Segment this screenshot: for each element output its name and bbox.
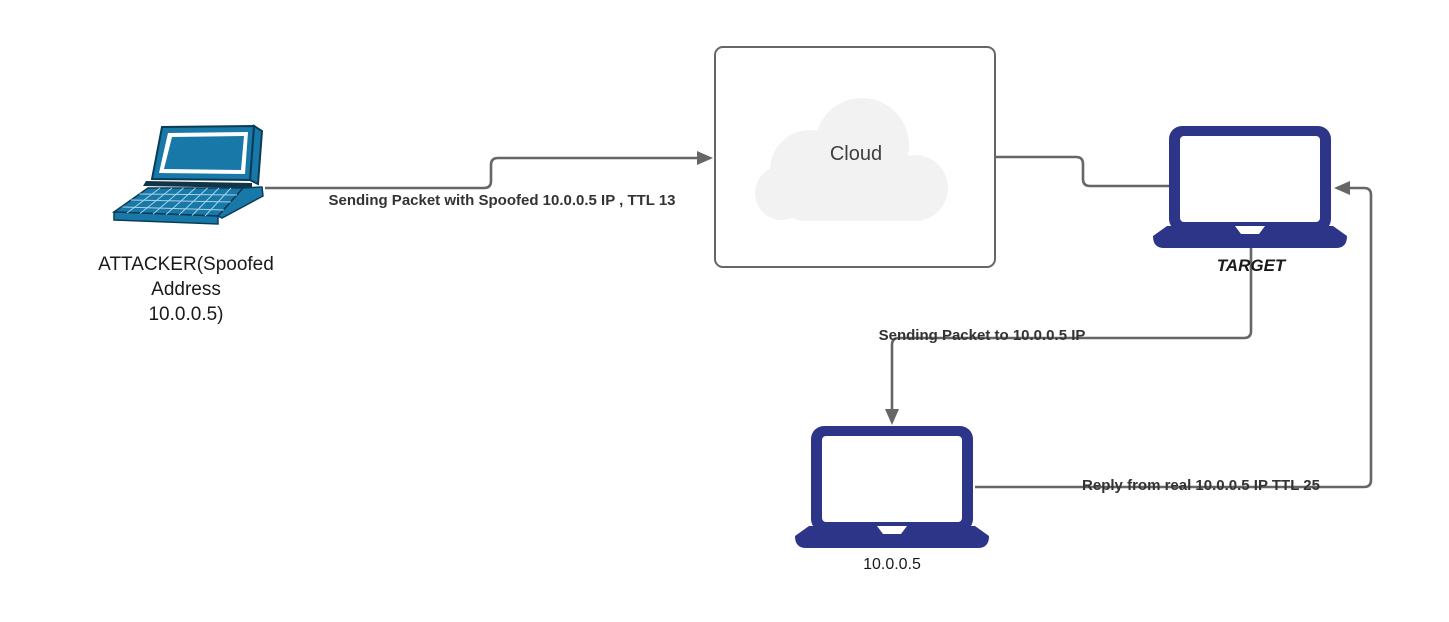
target-label: TARGET [1216, 256, 1286, 275]
attacker-laptop-icon [111, 124, 264, 225]
target-laptop-icon [1153, 126, 1347, 248]
edge-attacker-to-cloud [265, 151, 713, 190]
edge-line [890, 248, 1253, 409]
edge-label-spoofed-packet: Sending Packet with Spoofed 10.0.0.5 IP … [328, 192, 676, 209]
attacker-label-line2: Address [151, 279, 221, 300]
laptop-hinge [143, 181, 252, 188]
arrowhead-down-icon [885, 409, 899, 425]
attacker-label-line3: 10.0.0.5) [148, 304, 224, 325]
edge-label-reply-packet: Reply from real 10.0.0.5 IP TTL 25 [1082, 477, 1320, 494]
laptop-keyboard [111, 186, 264, 225]
edge-line [996, 155, 1170, 188]
edge-label-sending-packet: Sending Packet to 10.0.0.5 IP [878, 327, 1086, 344]
attacker-label: ATTACKER(Spoofed Address 10.0.0.5) [98, 252, 274, 327]
cloud-label: Cloud [829, 143, 883, 165]
edge-line [975, 186, 1373, 489]
arrowhead-left-icon [1334, 181, 1350, 195]
keyboard-grid [122, 187, 238, 217]
edge-line [265, 156, 697, 190]
laptop-screen [150, 124, 264, 186]
attacker-label-line1: ATTACKER(Spoofed [98, 254, 274, 275]
real-host-laptop-icon [795, 426, 989, 548]
cloud-icon [755, 98, 948, 221]
arrowhead-right-icon [697, 151, 713, 165]
edge-real-host-to-target [975, 181, 1373, 489]
real-host-label: 10.0.0.5 [863, 556, 921, 573]
edge-cloud-to-target [996, 155, 1170, 188]
edge-target-to-real-host [885, 248, 1253, 425]
